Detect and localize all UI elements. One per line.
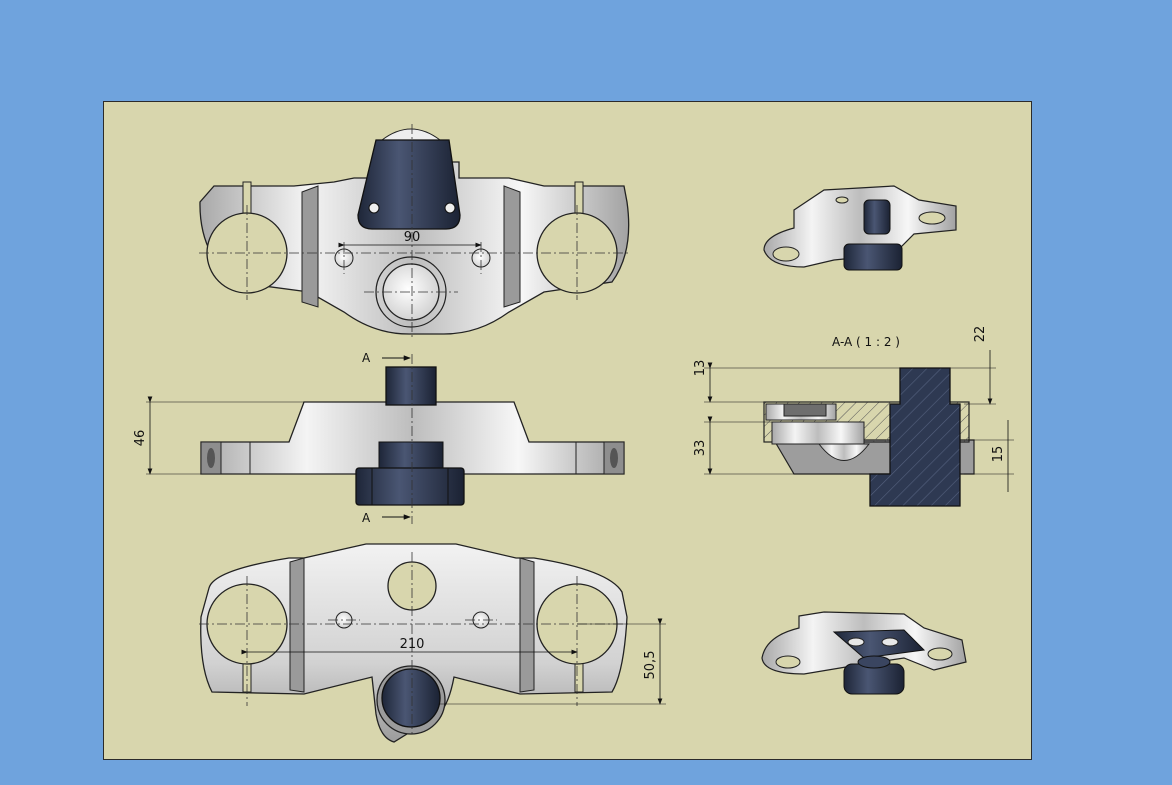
- section-view-aa: A-A ( 1 : 2 ): [693, 326, 1014, 507]
- dim-depth: 50,5: [643, 651, 658, 680]
- isometric-view-top: [763, 185, 957, 271]
- section-dim-right: 15: [991, 446, 1006, 463]
- section-marker-top: A: [362, 351, 371, 365]
- technical-drawing: 90: [133, 124, 1014, 743]
- section-marker-bottom: A: [362, 511, 371, 525]
- dim-hole-spacing: 90: [404, 230, 421, 245]
- section-dim-lower: 33: [693, 440, 708, 457]
- dim-height: 46: [133, 430, 148, 447]
- dim-width: 210: [400, 637, 425, 652]
- section-dim-top: 22: [973, 326, 988, 343]
- top-view: 90: [199, 124, 630, 338]
- bottom-view: 210 50,5: [199, 543, 666, 743]
- isometric-view-bottom: [761, 611, 967, 695]
- section-dim-upper: 13: [693, 360, 708, 377]
- drawing-sheet: 90: [103, 101, 1032, 760]
- section-title: A-A ( 1 : 2 ): [832, 335, 900, 349]
- front-view: A A 46: [133, 351, 625, 525]
